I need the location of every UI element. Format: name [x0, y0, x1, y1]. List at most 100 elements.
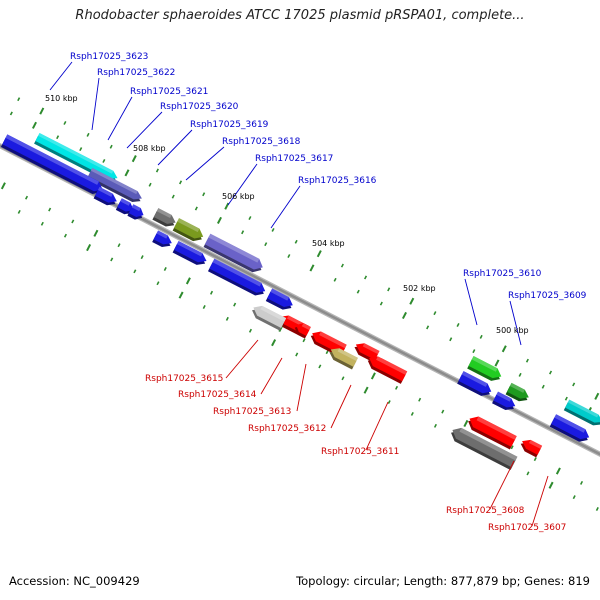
track-dot	[48, 207, 52, 212]
gene-block[interactable]	[505, 382, 532, 405]
gene-block[interactable]	[563, 399, 600, 429]
gene-block[interactable]	[207, 258, 268, 299]
gene-label-plus[interactable]: Rsph17025_3620	[160, 102, 239, 112]
track-dot	[24, 195, 29, 200]
track-dot	[579, 480, 584, 485]
scale-tick-label: 502 kbp	[403, 284, 436, 293]
gene-label-plus[interactable]: Rsph17025_3616	[298, 176, 377, 186]
gene-block-highlight	[270, 288, 290, 301]
gene-label-leader	[126, 111, 163, 149]
gene-block-face	[369, 356, 408, 382]
gene-label-plus[interactable]: Rsph17025_3619	[190, 120, 269, 130]
gene-block-highlight	[301, 323, 311, 331]
track-dot	[295, 352, 299, 357]
track-dot	[409, 297, 415, 305]
gene-block[interactable]	[86, 167, 144, 205]
track-dot	[56, 135, 60, 140]
track-dot	[117, 243, 121, 248]
gene-block[interactable]	[518, 437, 543, 458]
gene-label-minus[interactable]: Rsph17025_3611	[321, 447, 399, 457]
track-dot	[9, 111, 13, 116]
track-dot	[309, 264, 315, 272]
gene-block[interactable]	[467, 356, 504, 384]
gene-block[interactable]	[172, 240, 209, 268]
gene-block[interactable]	[250, 303, 287, 331]
gene-label-minus[interactable]: Rsph17025_3612	[248, 424, 326, 434]
gene-label-minus[interactable]: Rsph17025_3608	[446, 506, 525, 516]
track-dot	[209, 290, 214, 295]
gene-block-highlight	[5, 134, 99, 185]
track-dot	[501, 345, 507, 353]
gene-label-leader	[464, 278, 478, 326]
gene-block[interactable]	[448, 425, 518, 471]
track-dot	[410, 411, 414, 416]
track-dot	[394, 385, 399, 390]
gene-label-plus[interactable]: Rsph17025_3623	[70, 52, 148, 62]
gene-label-plus[interactable]: Rsph17025_3610	[463, 269, 542, 279]
gene-block[interactable]	[93, 186, 120, 209]
gene-block[interactable]	[115, 198, 136, 217]
track-dot	[510, 445, 514, 450]
gene-block-highlight	[567, 399, 599, 418]
gene-label-plus[interactable]: Rsph17025_3618	[222, 137, 301, 147]
gene-block[interactable]	[265, 288, 296, 313]
gene-label-minus[interactable]: Rsph17025_3607	[488, 523, 566, 533]
gene-block[interactable]	[0, 134, 105, 197]
gene-label-plus[interactable]: Rsph17025_3617	[255, 154, 333, 164]
gene-labels: Rsph17025_3623Rsph17025_3622Rsph17025_36…	[70, 52, 587, 533]
gene-block[interactable]	[292, 321, 311, 339]
gene-block-highlight	[319, 331, 347, 349]
gene-block[interactable]	[127, 204, 145, 222]
track-dot	[533, 457, 537, 462]
track-dot	[133, 269, 137, 274]
track-dot	[401, 311, 407, 320]
gene-block[interactable]	[327, 345, 358, 370]
gene-block-highlight	[476, 416, 517, 440]
track-dot	[86, 243, 92, 252]
track-dot	[17, 209, 21, 214]
track-dot	[387, 400, 391, 405]
gene-label-plus[interactable]: Rsph17025_3621	[130, 87, 208, 97]
gene-block[interactable]	[492, 391, 518, 414]
track-dot	[156, 281, 160, 286]
gene-label-minus[interactable]: Rsph17025_3614	[178, 390, 257, 400]
track-dot	[433, 423, 437, 428]
gene-label-plus[interactable]: Rsph17025_3609	[508, 291, 587, 301]
track-dot	[363, 386, 369, 394]
gene-block[interactable]	[457, 371, 494, 399]
track-dot	[379, 301, 383, 306]
gene-block[interactable]	[172, 218, 206, 244]
gene-block-highlight	[90, 167, 138, 195]
gene-block[interactable]	[152, 230, 174, 250]
track-dot	[333, 277, 337, 282]
gene-block[interactable]	[365, 353, 408, 384]
gene-label-minus[interactable]: Rsph17025_3613	[213, 407, 291, 417]
gene-block[interactable]	[203, 233, 266, 276]
track-dot	[595, 507, 599, 511]
track-dot	[225, 316, 229, 321]
track-dot	[71, 219, 75, 224]
scale-tick-label: 510 kbp	[45, 94, 78, 103]
gene-block-highlight	[38, 132, 114, 174]
gene-block-face	[330, 348, 358, 367]
track-dot	[163, 267, 167, 271]
track-dot	[541, 384, 545, 389]
gene-block-highlight	[459, 427, 518, 461]
gene-block-highlight	[376, 356, 408, 375]
gene-label-leader	[225, 339, 259, 379]
gene-block[interactable]	[465, 413, 517, 450]
gene-block[interactable]	[152, 208, 178, 230]
track-dot	[216, 216, 222, 224]
track-dot	[140, 255, 144, 260]
gene-label-minus[interactable]: Rsph17025_3615	[145, 374, 223, 384]
map-title: Rhodobacter sphaeroides ATCC 17025 plasm…	[75, 8, 525, 23]
gene-label-plus[interactable]: Rsph17025_3622	[97, 68, 175, 78]
scale-tick-label: 508 kbp	[133, 144, 166, 153]
track-dot	[340, 263, 344, 268]
track-dot	[224, 202, 230, 210]
track-dot	[202, 305, 206, 309]
gene-block[interactable]	[549, 414, 592, 445]
track-dot	[202, 192, 206, 197]
